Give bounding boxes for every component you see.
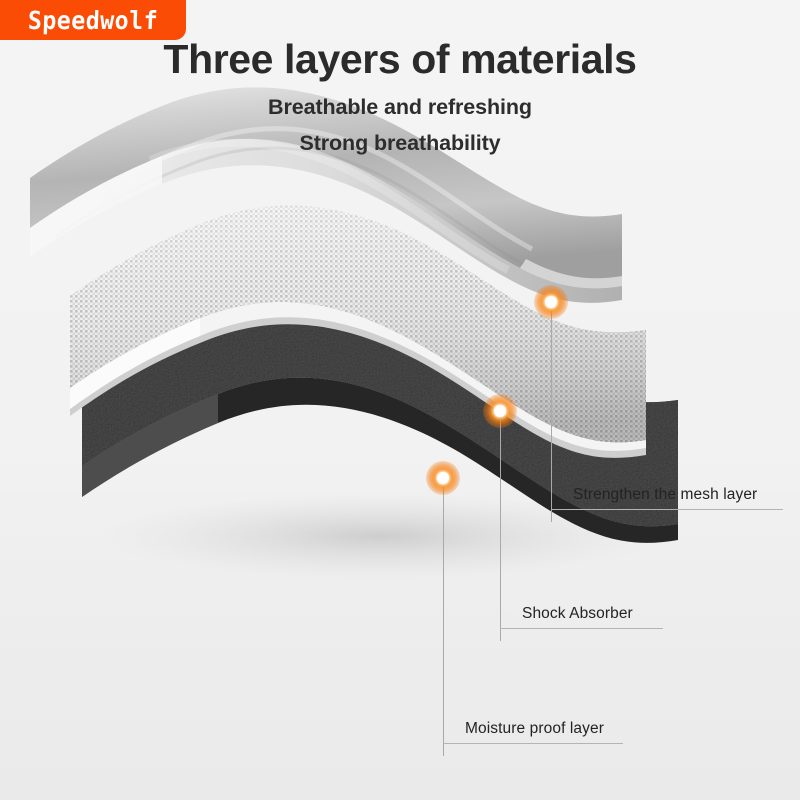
callout-label-mesh: Strengthen the mesh layer [551,486,783,510]
brand-name: Speedwolf [27,5,159,35]
callout-label-mesh-text: Strengthen the mesh layer [573,486,758,503]
callout-rule-shock [500,627,663,629]
dot-core-icon [494,405,506,417]
subtitle-secondary: Strong breathability [299,130,501,155]
callout-label-moisture-text: Moisture proof layer [465,720,604,737]
layer-top-sheet [30,87,622,303]
brand-badge: Speedwolf [0,0,186,40]
dot-core-icon [545,296,557,308]
callout-label-moisture: Moisture proof layer [443,720,623,744]
callout-dot-mesh[interactable] [534,285,568,319]
callout-dot-shock[interactable] [483,394,517,428]
callout-rule-moisture [443,742,623,744]
dot-core-icon [437,472,449,484]
page-title: Three layers of materials [163,36,637,82]
subtitle-primary: Breathable and refreshing [268,95,532,120]
callout-dot-moisture[interactable] [426,461,460,495]
leader-line-shock [500,419,501,641]
headings-block: Three layers of materials Breathable and… [0,36,800,155]
callout-label-shock-text: Shock Absorber [522,605,633,622]
callout-label-shock: Shock Absorber [500,605,663,629]
leader-line-mesh [551,310,552,522]
leader-line-moisture [443,486,444,756]
callout-rule-mesh [551,508,783,510]
